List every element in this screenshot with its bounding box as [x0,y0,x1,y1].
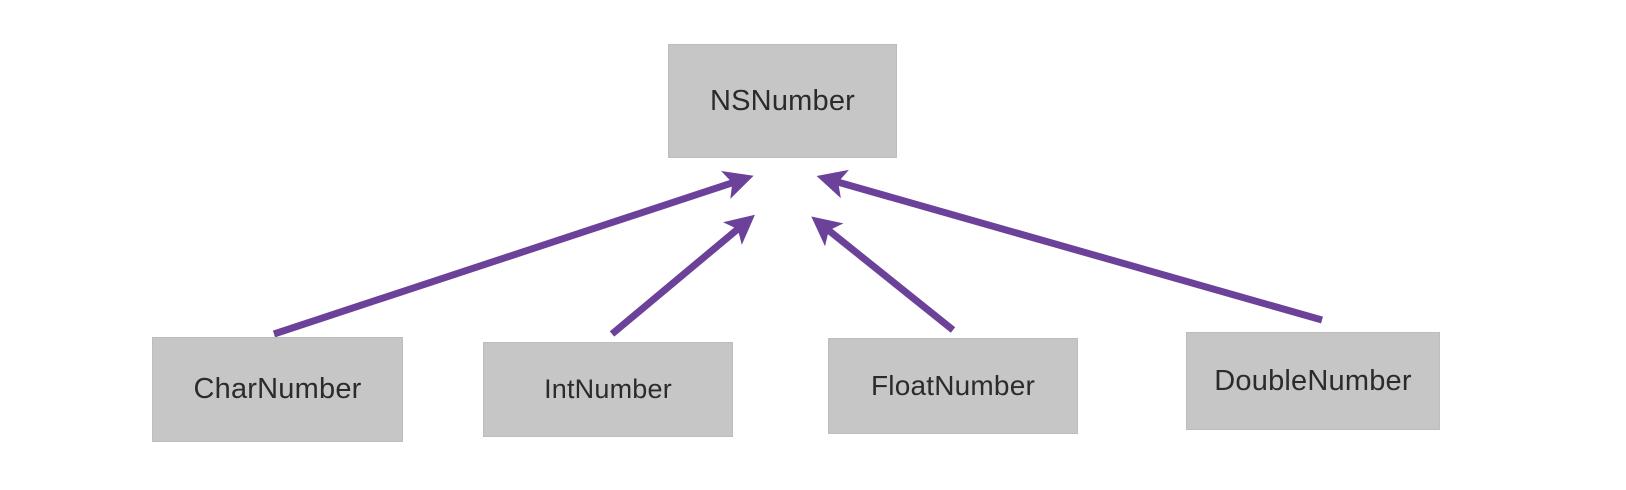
class-node-label: DoubleNumber [1214,364,1412,397]
class-node-intnumber[interactable]: IntNumber [483,342,733,437]
inheritance-edge [816,169,1323,324]
class-node-nsnumber[interactable]: NSNumber [668,44,897,158]
class-node-label: CharNumber [193,373,362,405]
class-node-label: IntNumber [544,374,672,404]
inheritance-edge [609,214,755,337]
class-node-charnumber[interactable]: CharNumber [152,337,403,442]
class-node-floatnumber[interactable]: FloatNumber [828,338,1078,434]
class-node-label: FloatNumber [870,370,1036,401]
class-node-label: NSNumber [709,84,856,117]
inheritance-edge [811,216,956,333]
inheritance-edge [272,170,754,338]
class-node-doublenumber[interactable]: DoubleNumber [1186,332,1440,430]
